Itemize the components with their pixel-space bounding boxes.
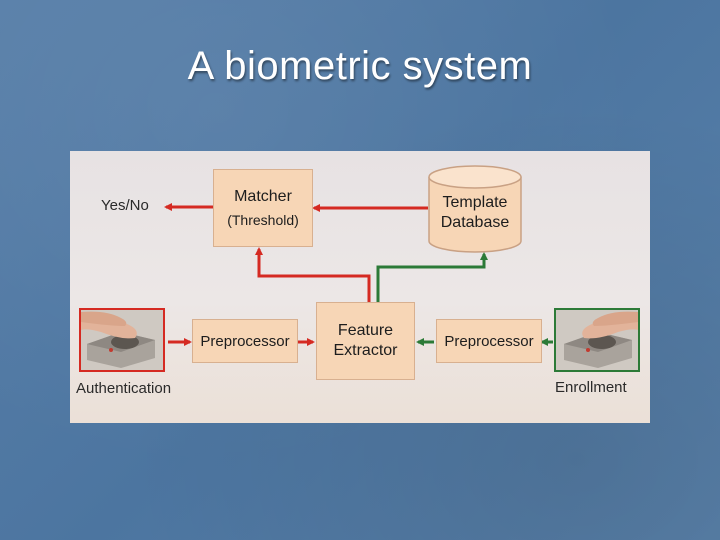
- matcher-subtitle: (Threshold): [227, 212, 299, 228]
- fingerprint-scanner-icon: [556, 310, 638, 370]
- biometric-diagram: Yes/No Matcher (Threshold) Template Data…: [70, 151, 650, 423]
- extractor-to-database-arrow: [376, 252, 488, 302]
- template-database: Template Database: [428, 165, 522, 253]
- output-label: Yes/No: [101, 197, 149, 214]
- database-cylinder-icon: [428, 165, 522, 253]
- database-label-line1: Template: [442, 194, 508, 211]
- enrollment-scanner-image: [554, 308, 640, 372]
- slide-title: A biometric system: [187, 44, 533, 88]
- preprocessor-right-label: Preprocessor: [444, 332, 534, 350]
- matcher-box: Matcher (Threshold): [213, 169, 313, 247]
- authentication-scanner-image: [79, 308, 165, 372]
- matcher-title: Matcher: [234, 188, 292, 205]
- database-label-line2: Database: [440, 214, 510, 231]
- feature-extractor-line1: Feature: [337, 322, 394, 339]
- authentication-label: Authentication: [76, 380, 172, 397]
- diagram-connectors: [164, 203, 553, 346]
- preprocessor-left-label: Preprocessor: [200, 332, 290, 350]
- extractor-to-matcher-arrow: [255, 247, 371, 302]
- feature-extractor-line2: Extractor: [333, 342, 398, 359]
- fingerprint-scanner-icon: [81, 310, 163, 370]
- preprocessor-right-box: Preprocessor: [436, 319, 542, 363]
- feature-extractor-box: Feature Extractor: [316, 302, 415, 380]
- enrollment-label: Enrollment: [555, 379, 627, 396]
- preprocessor-left-box: Preprocessor: [192, 319, 298, 363]
